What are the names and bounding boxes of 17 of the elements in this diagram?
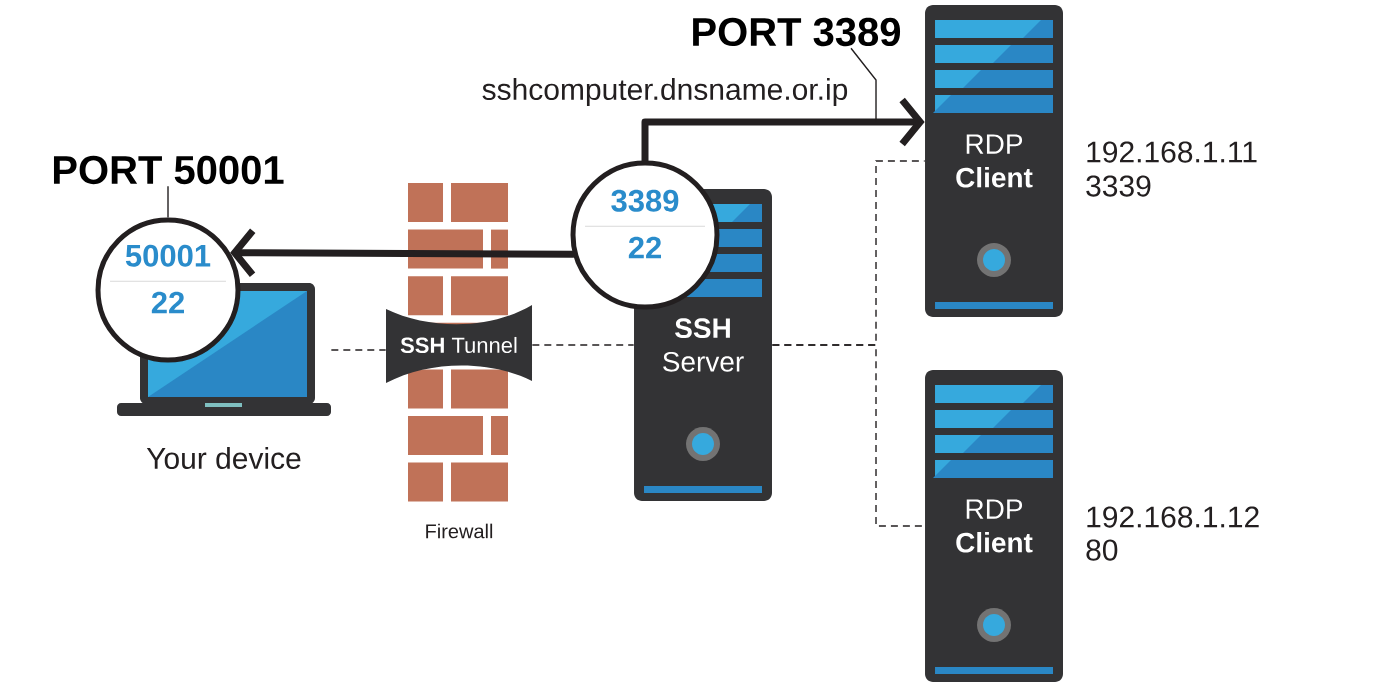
device-label: Your device <box>146 447 301 470</box>
ip-address: 192.168.1.11 <box>1087 141 1257 163</box>
dashed-line <box>531 344 635 346</box>
server-tower: RDP Client <box>925 5 1063 317</box>
port-heading: PORT 50001 <box>54 155 284 185</box>
server-tower: RDP Client <box>925 370 1063 682</box>
tunnel-band: SSH Tunnel <box>386 305 532 383</box>
dashed-line <box>330 349 387 351</box>
port-number: 3339 <box>1086 175 1151 197</box>
arrow <box>641 97 925 164</box>
arrow <box>230 228 577 277</box>
edge-label: sshcomputer.dnsname.or.ip <box>482 78 848 106</box>
ip-address: 192.168.1.12 <box>1087 506 1259 528</box>
leader-line <box>167 185 169 219</box>
port-heading: PORT 3389 <box>693 17 901 47</box>
port-number: 80 <box>1086 539 1118 561</box>
wall-label: Firewall <box>426 523 493 539</box>
